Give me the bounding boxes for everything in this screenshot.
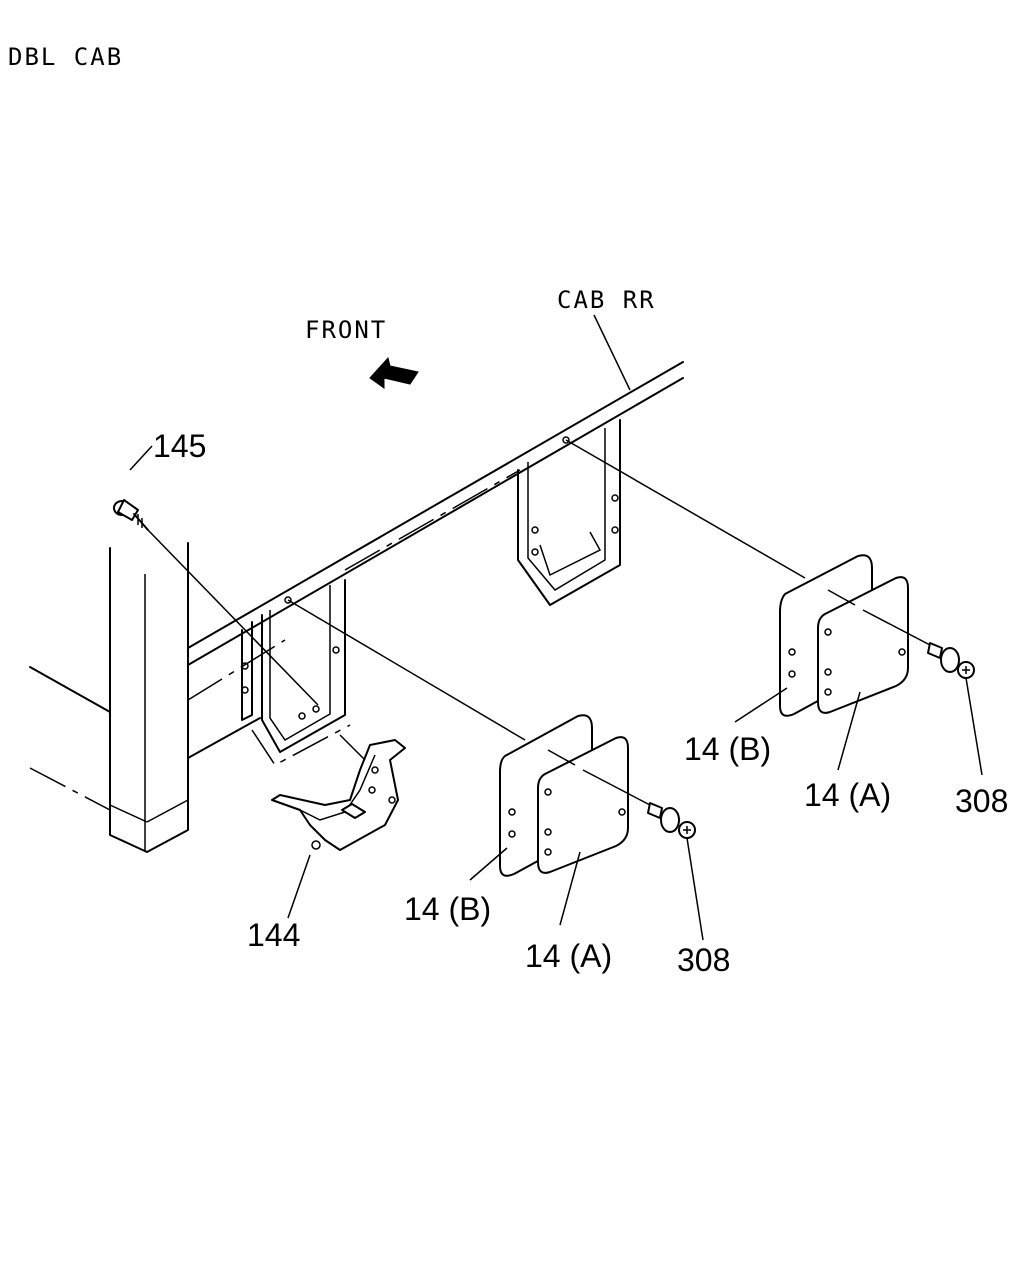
- front-arrow-icon: [369, 356, 419, 389]
- part-label-14a-right: 14 (A): [804, 777, 892, 813]
- bracket-144: [271, 734, 406, 919]
- right-rail-bracket: [517, 419, 621, 606]
- cab-rr-leader: [593, 314, 631, 391]
- front-label: FRONT: [305, 316, 388, 344]
- bolt-145: [113, 445, 319, 706]
- part-label-308-left: 308: [677, 942, 731, 978]
- left-pad-assembly: [287, 599, 704, 941]
- part-label-14a-left: 14 (A): [525, 938, 613, 974]
- part-label-144: 144: [247, 917, 301, 953]
- part-label-308-right: 308: [955, 783, 1009, 819]
- right-pad-assembly: [565, 439, 983, 776]
- left-rail-bracket: [241, 579, 351, 766]
- cab-rr-label: CAB RR: [557, 286, 656, 314]
- part-label-145: 145: [153, 428, 207, 464]
- part-label-14b-right: 14 (B): [684, 731, 772, 767]
- part-label-14b-left: 14 (B): [404, 891, 492, 927]
- diagram-title: DBL CAB: [8, 43, 124, 71]
- cab-corner-post: [29, 542, 189, 853]
